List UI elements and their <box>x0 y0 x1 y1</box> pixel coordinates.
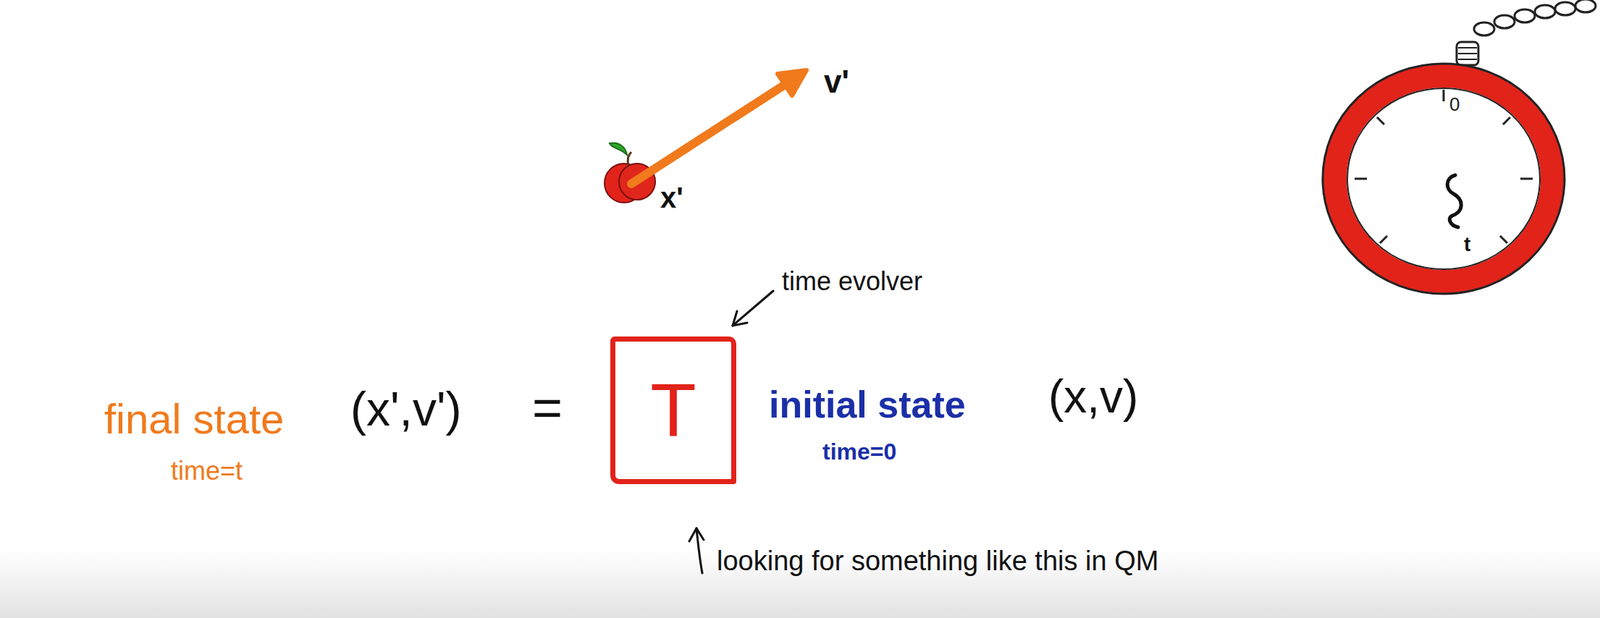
velocity-arrow <box>631 70 807 184</box>
equation-term: (x',v') <box>350 382 462 438</box>
stopwatch <box>1322 0 1596 294</box>
equation-term: (x,v) <box>1048 370 1139 425</box>
leader-arrow <box>732 291 774 326</box>
annotation: time evolver <box>781 266 923 297</box>
dial-number: 0 <box>1449 94 1460 116</box>
time-note: time=t <box>170 456 243 486</box>
position-label: x' <box>660 180 684 215</box>
time-note: time=0 <box>822 438 897 466</box>
equation-term: initial state <box>768 383 966 428</box>
equals-sign: = <box>532 377 563 439</box>
dial-label: t <box>1463 233 1471 257</box>
equation-term: final state <box>104 395 284 444</box>
operator-symbol: T <box>650 369 697 452</box>
annotation: looking for something like this in QM <box>716 545 1159 578</box>
leader-arrow <box>689 528 704 574</box>
velocity-label: v' <box>823 63 850 101</box>
evolver-box: T <box>610 336 737 485</box>
